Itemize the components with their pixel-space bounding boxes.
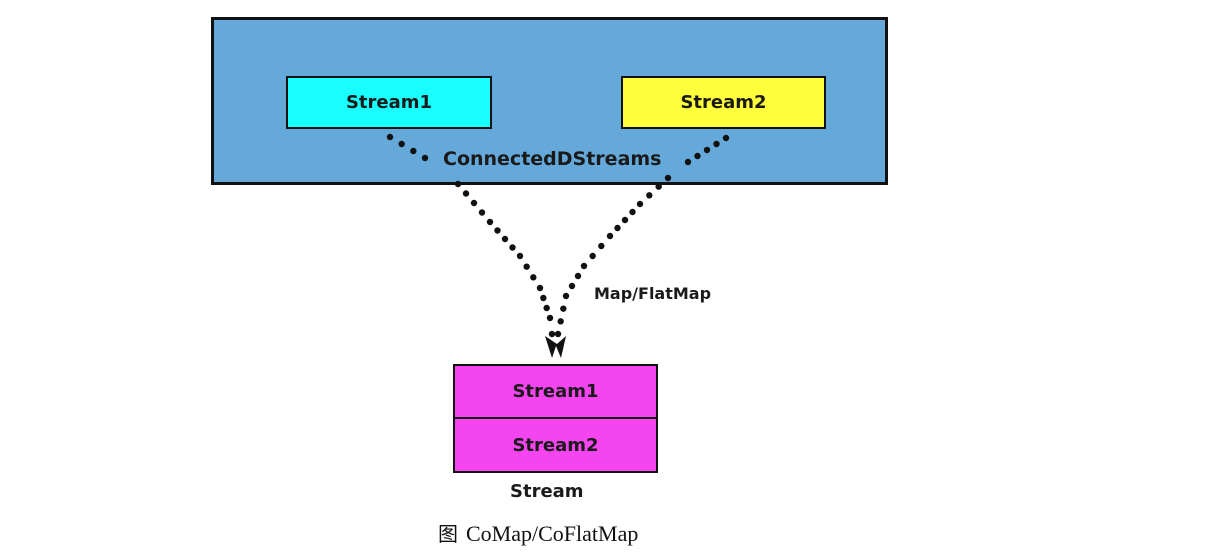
edge-dot <box>494 227 501 234</box>
edge-dot <box>646 192 653 199</box>
caption-text: CoMap/CoFlatMap <box>466 521 639 546</box>
edge-dot <box>568 282 576 290</box>
input-stream1-box: Stream1 <box>286 76 492 129</box>
edge-dot <box>554 330 562 338</box>
edge-dot <box>546 314 554 322</box>
edge-dot <box>574 272 582 280</box>
edge-dot <box>470 199 478 207</box>
edge-dot <box>501 235 509 243</box>
edge-dot <box>516 252 524 260</box>
edge-dot <box>636 200 644 208</box>
input-stream2-box: Stream2 <box>621 76 826 129</box>
edge-dot <box>478 209 486 216</box>
edge-dot <box>462 190 470 197</box>
edge-dot <box>557 318 564 325</box>
edge-dot <box>562 292 570 300</box>
arrowhead-icon <box>545 336 566 358</box>
map-flatmap-label: Map/FlatMap <box>594 284 712 303</box>
edge-dot <box>629 208 636 216</box>
edge-dot <box>509 244 516 251</box>
caption-prefix: 图 <box>438 522 458 546</box>
output-stream2-box: Stream2 <box>453 417 658 473</box>
output-stream1-box: Stream1 <box>453 364 658 419</box>
edge-dot <box>598 242 605 250</box>
output-stream-label: Stream <box>510 481 584 502</box>
edge-dot <box>621 216 629 224</box>
edge-dot <box>543 304 550 312</box>
edge-dot <box>580 262 588 270</box>
edge-dot <box>530 274 537 281</box>
edge-dot <box>523 263 530 270</box>
edge-dot <box>589 252 596 260</box>
edge-dot <box>614 224 621 232</box>
connected-dstreams-label: ConnectedDStreams <box>443 148 662 170</box>
edge-dot <box>606 232 614 240</box>
edge-dot <box>540 294 547 302</box>
edge-dot <box>548 330 556 338</box>
edge-dot <box>486 218 494 226</box>
figure-caption: 图 CoMap/CoFlatMap <box>438 518 638 547</box>
edge-dot <box>560 305 567 312</box>
edge-dot <box>536 284 544 292</box>
